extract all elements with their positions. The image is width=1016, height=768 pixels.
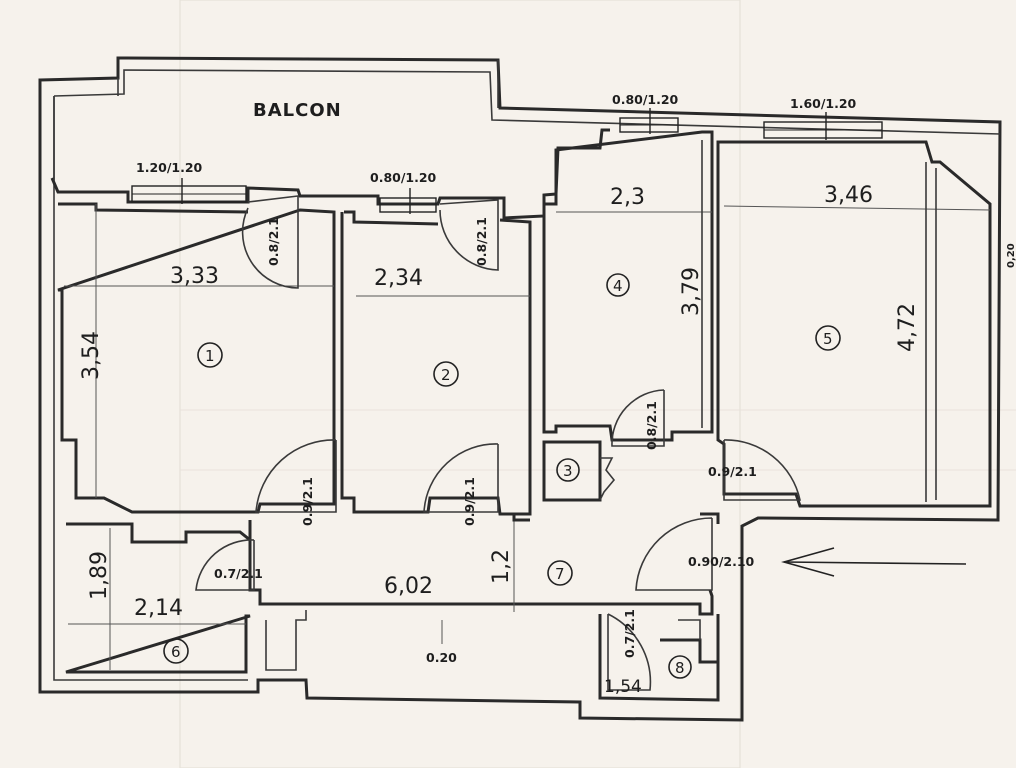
door-5-label: 0.9/2.1 [462,477,477,526]
room-6-marker [163,638,189,664]
room-4 [542,130,714,442]
room-5-number: 5 [823,330,833,348]
door-4-label: 0.9/2.1 [300,477,315,526]
room-6-width: 2,14 [134,596,183,621]
room-1-width: 3,33 [170,264,219,289]
window-1 [131,178,247,204]
room-5 [716,140,992,508]
room-4-number: 4 [613,277,623,295]
window-4-label: 1.60/1.20 [790,96,857,111]
window-4 [763,112,883,140]
door-6-label: 0.7/2.1 [214,566,263,581]
room-4-marker [606,273,630,297]
room-7-marker [547,560,573,586]
room-8-width: 1,54 [604,677,642,697]
door-1-label: 0.8/2.1 [266,217,281,266]
room-1-height: 3,54 [79,331,104,380]
wall-thickness-label: 0.20 [426,650,457,665]
room-5-width: 3,46 [824,183,873,208]
hallway-width: 6,02 [384,574,433,599]
room-2 [340,210,532,516]
hallway-7 [248,512,720,616]
room-8 [265,610,720,702]
hallway-height: 1,2 [489,549,514,584]
room-2-width: 2,34 [374,266,423,291]
room-2-marker [433,361,459,387]
room-1 [57,202,336,514]
window-3 [619,108,679,134]
door-entrance-label: 0.90/2.10 [688,554,755,569]
room-5-marker [815,325,841,351]
room-4-height: 3,79 [679,267,704,316]
room-3 [542,440,616,502]
room-3-marker [556,458,580,482]
room-7-number: 7 [555,565,565,583]
window-1-label: 1.20/1.20 [136,160,203,175]
room-3-number: 3 [563,462,573,480]
door-3-label: 0.8/2.1 [644,401,659,450]
room-1-number: 1 [205,347,215,365]
side-wall-mark: 0,20 [1006,243,1016,268]
room-2-number: 2 [441,366,451,384]
room-4-width: 2,3 [610,185,645,210]
balcony-label: BALCON [253,100,342,121]
door-7-label: 0.9/2.1 [708,464,757,479]
room-8-number: 8 [675,659,685,677]
room-6-height: 1,89 [87,551,112,600]
window-2-label: 0.80/1.20 [370,170,437,185]
door-swings [195,195,801,691]
room-5-height: 4,72 [895,303,920,352]
room-6 [65,522,252,674]
window-3-label: 0.80/1.20 [612,92,679,107]
room-8-marker [668,655,692,679]
room-1-marker [197,342,223,368]
room-6-number: 6 [171,643,181,661]
outer-walls [38,56,1002,722]
background-bleed [179,0,1016,768]
door-8-label: 0.7/2.1 [622,609,637,658]
entrance-arrow [781,547,967,577]
window-2 [379,188,437,214]
door-2-label: 0.8/2.1 [474,217,489,266]
